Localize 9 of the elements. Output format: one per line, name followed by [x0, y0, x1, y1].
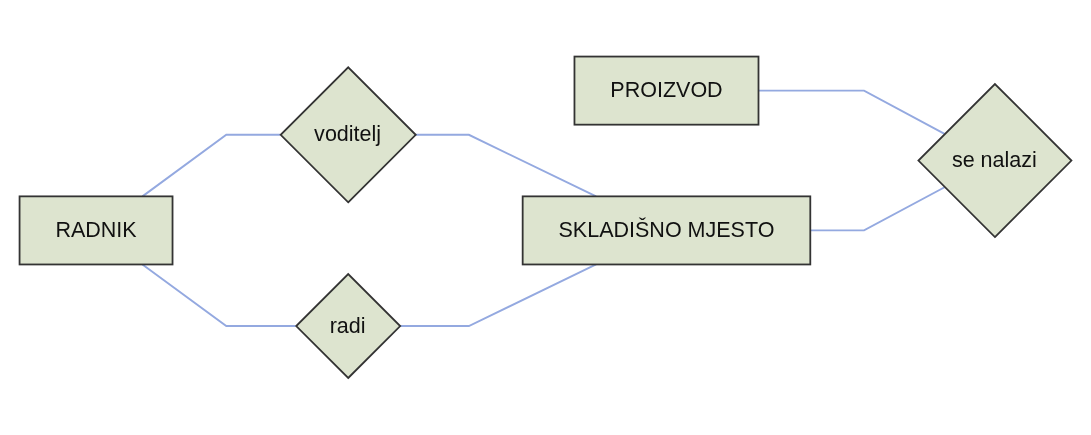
node-diamond: voditelj: [279, 66, 417, 204]
connector: [398, 263, 598, 328]
node-diamond: se nalazi: [917, 82, 1073, 239]
node-box: PROIZVOD: [573, 55, 760, 126]
connector: [141, 134, 282, 198]
connector: [141, 263, 297, 328]
node-box: RADNIK: [18, 195, 174, 266]
node-box: SKLADIŠNO MJESTO: [521, 195, 812, 266]
node-diamond: radi: [294, 273, 402, 380]
